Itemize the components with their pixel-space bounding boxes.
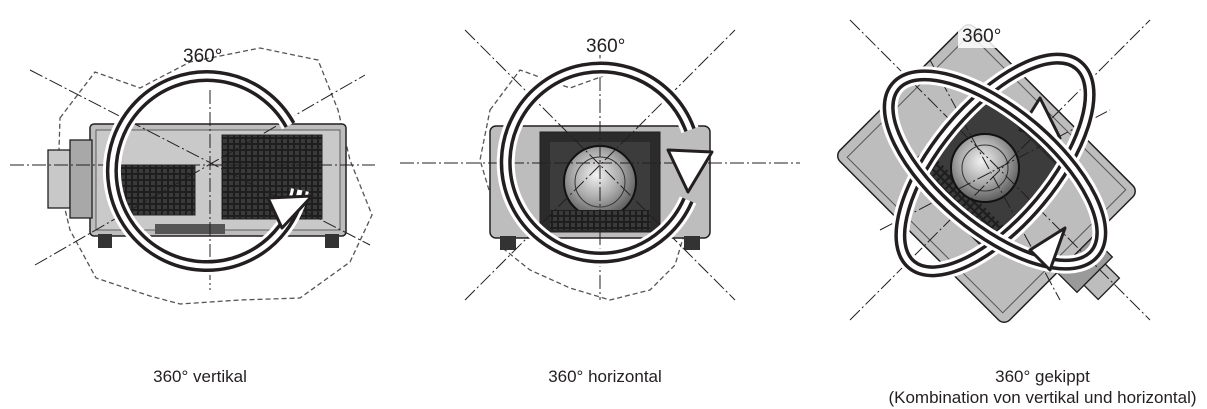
caption-tilted-line2: (Kombination von vertikal und horizontal… — [888, 388, 1197, 407]
caption-tilted: 360° gekippt (Kombination von vertikal u… — [878, 366, 1207, 408]
caption-vertical: 360° vertikal — [153, 367, 247, 386]
rotation-arrow-tilted-b — [879, 66, 1111, 274]
caption-horizontal: 360° horizontal — [548, 367, 662, 386]
tilted-outline — [57, 47, 373, 305]
degree-label: 360° — [962, 26, 1001, 47]
panel-vertical: 360° — [10, 46, 375, 305]
projector-side — [47, 123, 347, 248]
rotation-arrow-horizontal — [496, 58, 714, 267]
lens — [950, 133, 1020, 203]
panel-tilted: 360° — [837, 19, 1151, 323]
projector-front — [489, 125, 711, 250]
rotation-arrow-tilted-a — [891, 49, 1099, 281]
rotation-arrow-vertical — [102, 67, 314, 276]
lens-barrel — [47, 149, 71, 209]
degree-label: 360° — [586, 36, 625, 57]
caption-tilted-line1: 360° gekippt — [995, 367, 1090, 386]
degree-label: 360° — [183, 46, 222, 67]
panel-horizontal: 360° — [400, 29, 800, 301]
